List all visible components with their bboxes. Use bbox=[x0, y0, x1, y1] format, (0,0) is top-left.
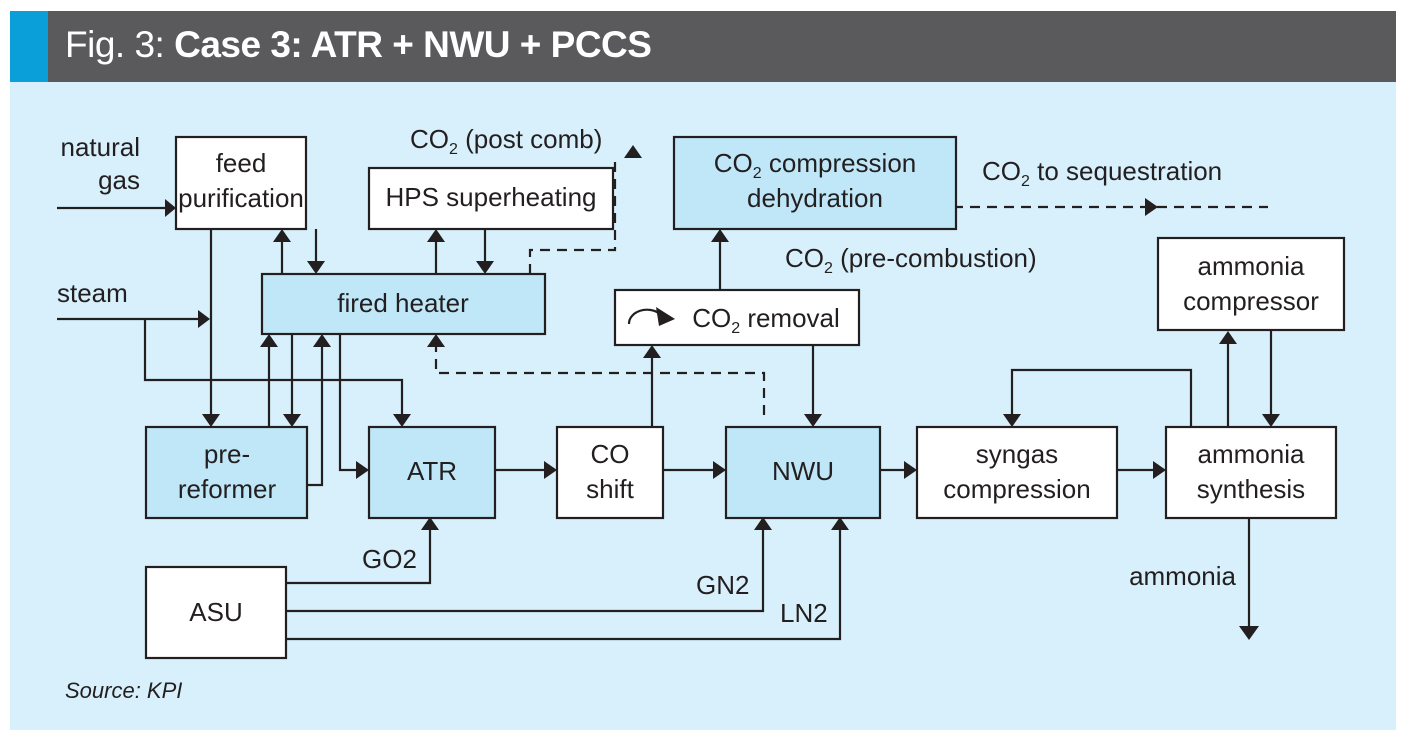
ammonia-compressor-line1: ammonia bbox=[1198, 251, 1305, 281]
pre-reformer-line2: reformer bbox=[178, 474, 277, 504]
arrow-icon bbox=[1153, 461, 1166, 479]
arrow-icon bbox=[202, 414, 220, 427]
atr-label: ATR bbox=[407, 456, 457, 486]
flow-prereformer-out-to-heater bbox=[307, 346, 324, 487]
block-co2-compression bbox=[672, 135, 958, 231]
arrow-icon bbox=[1262, 414, 1280, 427]
co-shift-line2: shift bbox=[586, 474, 634, 504]
co2-pre-combustion-label: CO2 (pre-combustion) bbox=[785, 243, 1037, 277]
co-shift-line1: CO bbox=[591, 439, 630, 469]
pre-reformer-line1: pre- bbox=[204, 439, 250, 469]
arrow-icon bbox=[260, 334, 278, 347]
arrow-icon bbox=[754, 517, 772, 530]
arrow-icon bbox=[643, 345, 661, 358]
flow-co2-post-comb bbox=[528, 160, 617, 274]
arrow-icon bbox=[1239, 626, 1259, 640]
ammonia-synthesis-line2: synthesis bbox=[1197, 474, 1305, 504]
block-atr bbox=[367, 425, 497, 520]
block-co-shift bbox=[555, 425, 665, 520]
figure-number: Fig. 3: bbox=[65, 24, 165, 65]
block-pre-reformer bbox=[144, 425, 309, 520]
syngas-compression-line1: syngas bbox=[976, 439, 1058, 469]
ammonia-product-label: ammonia bbox=[1129, 561, 1236, 591]
arrow-icon bbox=[421, 517, 439, 530]
arrow-icon bbox=[1219, 331, 1237, 344]
flow-heater-to-atr bbox=[338, 334, 358, 472]
block-asu bbox=[144, 565, 288, 660]
syngas-compression-line2: compression bbox=[943, 474, 1090, 504]
co2-post-comb-label: CO2 (post comb) bbox=[410, 124, 602, 158]
asu-label: ASU bbox=[189, 597, 242, 627]
dashed-flow-lines bbox=[434, 160, 1268, 415]
arrowheads bbox=[165, 145, 1280, 640]
arrow-icon bbox=[624, 145, 642, 158]
co2-compression-line2: dehydration bbox=[747, 183, 883, 213]
ammonia-synthesis-line1: ammonia bbox=[1198, 439, 1305, 469]
gn2-label: GN2 bbox=[696, 570, 749, 600]
go2-label: GO2 bbox=[362, 544, 417, 574]
arrow-icon bbox=[1003, 414, 1021, 427]
co2-sequestration-label: CO2 to sequestration bbox=[982, 156, 1222, 190]
co2-removal-label: CO2 removal bbox=[692, 303, 840, 337]
block-syngas-compression bbox=[915, 425, 1119, 520]
arrow-icon bbox=[307, 261, 325, 274]
recycle-arrow-icon bbox=[627, 307, 675, 326]
fired-heater-label: fired heater bbox=[337, 288, 469, 318]
arrow-icon bbox=[313, 334, 331, 347]
block-hps-superheating bbox=[367, 166, 615, 231]
arrow-icon bbox=[427, 229, 445, 242]
process-blocks bbox=[144, 135, 1346, 660]
arrow-icon bbox=[804, 414, 822, 427]
natural-gas-label-line1: natural bbox=[61, 132, 141, 162]
steam-label: steam bbox=[57, 278, 128, 308]
block-nwu bbox=[724, 425, 882, 520]
arrow-icon bbox=[1145, 198, 1158, 216]
block-ammonia-synthesis bbox=[1164, 425, 1338, 520]
flow-lines bbox=[57, 206, 1273, 641]
nwu-label: NWU bbox=[772, 456, 834, 486]
co2-compression-line1: CO2 compression bbox=[714, 148, 917, 182]
arrow-icon bbox=[831, 517, 849, 530]
arrow-icon bbox=[273, 229, 291, 242]
arrow-icon bbox=[165, 199, 176, 217]
flow-steam-to-atr bbox=[143, 319, 404, 415]
arrow-icon bbox=[544, 461, 557, 479]
flow-nwu-to-heater bbox=[434, 346, 766, 415]
block-co2-removal bbox=[613, 288, 861, 347]
flow-asu-go2 bbox=[287, 528, 432, 585]
arrow-icon bbox=[393, 414, 411, 427]
flow-asu-ln2 bbox=[287, 528, 842, 641]
figure-header: Fig. 3: Case 3: ATR + NWU + PCCS bbox=[10, 11, 1396, 82]
header-accent-bar bbox=[10, 11, 48, 82]
arrow-icon bbox=[711, 229, 729, 242]
arrow-icon bbox=[356, 461, 369, 479]
figure-title: Fig. 3: Case 3: ATR + NWU + PCCS bbox=[65, 24, 652, 66]
ln2-label: LN2 bbox=[780, 598, 828, 628]
figure-case-title: Case 3: ATR + NWU + PCCS bbox=[174, 24, 652, 65]
arrow-icon bbox=[198, 310, 210, 328]
arrow-icon bbox=[713, 461, 726, 479]
arrow-icon bbox=[904, 461, 917, 479]
arrow-icon bbox=[427, 334, 445, 347]
block-feed-purification bbox=[174, 135, 308, 231]
hps-superheating-label: HPS superheating bbox=[385, 182, 596, 212]
arrow-icon bbox=[476, 261, 494, 274]
block-fired-heater bbox=[260, 272, 547, 336]
source-caption: Source: KPI bbox=[65, 678, 182, 703]
feed-purification-line2: purification bbox=[178, 183, 304, 213]
flow-recycle-to-syngas bbox=[1010, 368, 1193, 427]
feed-purification-line1: feed bbox=[216, 148, 267, 178]
block-ammonia-compressor bbox=[1156, 236, 1346, 332]
flow-asu-gn2 bbox=[287, 528, 765, 613]
ammonia-compressor-line2: compressor bbox=[1183, 286, 1319, 316]
natural-gas-label-line2: gas bbox=[98, 165, 140, 195]
arrow-icon bbox=[283, 414, 301, 427]
